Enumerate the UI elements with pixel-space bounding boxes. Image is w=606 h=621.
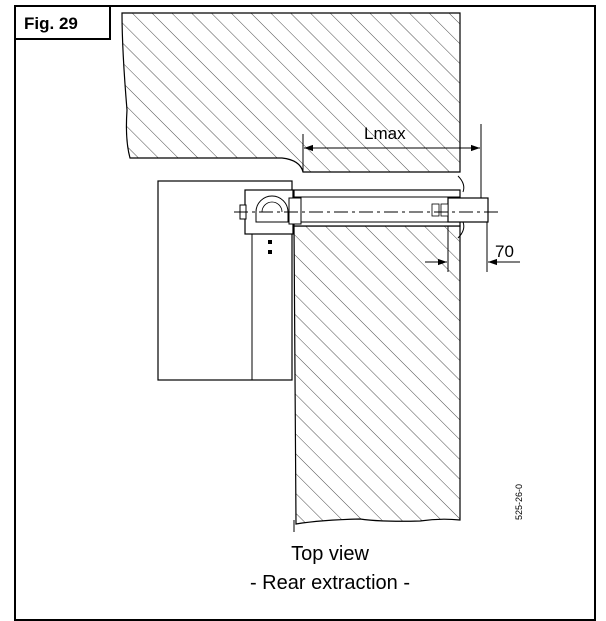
figure-frame [14,5,596,621]
offset-label: 70 [495,242,514,261]
clip-marker-2 [440,203,449,217]
wall-rosette [457,175,465,239]
pipe-collar [288,197,302,225]
elbow-bend [255,195,289,223]
clip-marker-1 [431,203,440,217]
figure-label-box [14,5,111,40]
reference-code: 525-26-0 [514,484,524,520]
elbow-inner [261,201,283,213]
fixing-point-1 [268,240,272,244]
caption-line-1: Top view [291,543,369,565]
upper-wall [121,12,461,173]
caption-line-2: - Rear extraction - [250,572,410,594]
fixing-point-2 [268,250,272,254]
flue-pipe-terminal [447,197,489,223]
figure-label: Fig. 29 [24,14,78,33]
rear-wall [293,225,461,525]
lmax-label: Lmax [364,124,406,143]
